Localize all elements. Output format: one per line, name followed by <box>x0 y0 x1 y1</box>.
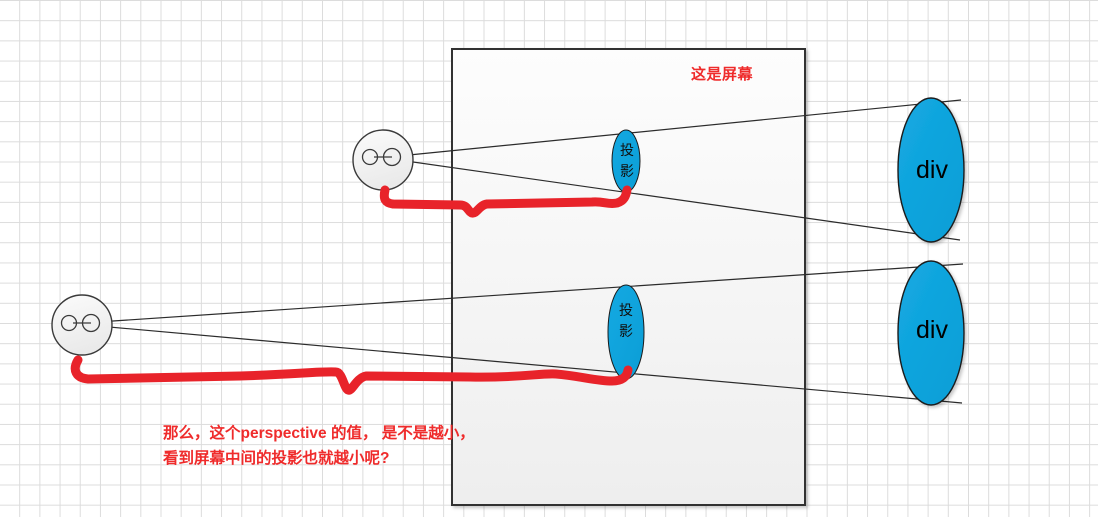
div-label-lower: div <box>916 316 948 344</box>
div-ellipse-upper <box>897 97 965 243</box>
eye-pupil-right <box>382 147 402 167</box>
viewer-eye-upper <box>352 129 414 191</box>
rays-upper <box>398 99 962 241</box>
eye-pupil-left <box>60 314 78 332</box>
div-label-upper: div <box>916 156 948 184</box>
div-ellipse-lower <box>897 260 965 406</box>
viewer-eye-lower <box>51 294 113 356</box>
projection-char-2: 影 <box>620 163 634 179</box>
measure-brush-lower <box>70 355 633 395</box>
projection-char-2: 影 <box>619 323 633 339</box>
eye-icon <box>352 129 414 191</box>
eye-icon <box>51 294 113 356</box>
ray-upper-bottom <box>398 159 961 241</box>
projection-char-1: 投 <box>620 142 634 158</box>
eye-pupil-right <box>81 313 101 333</box>
rays-lower <box>97 263 964 404</box>
screen-rectangle <box>451 48 806 506</box>
eye-pupil-left <box>361 148 379 166</box>
measure-brush-upper <box>379 185 632 218</box>
projection-char-1: 投 <box>619 302 633 318</box>
ray-lower-bottom <box>97 325 963 404</box>
projection-label-upper: 投影 <box>613 140 641 182</box>
projection-label-lower: 投影 <box>612 300 640 342</box>
ray-lower-top <box>97 263 964 323</box>
ray-upper-top <box>398 99 962 157</box>
